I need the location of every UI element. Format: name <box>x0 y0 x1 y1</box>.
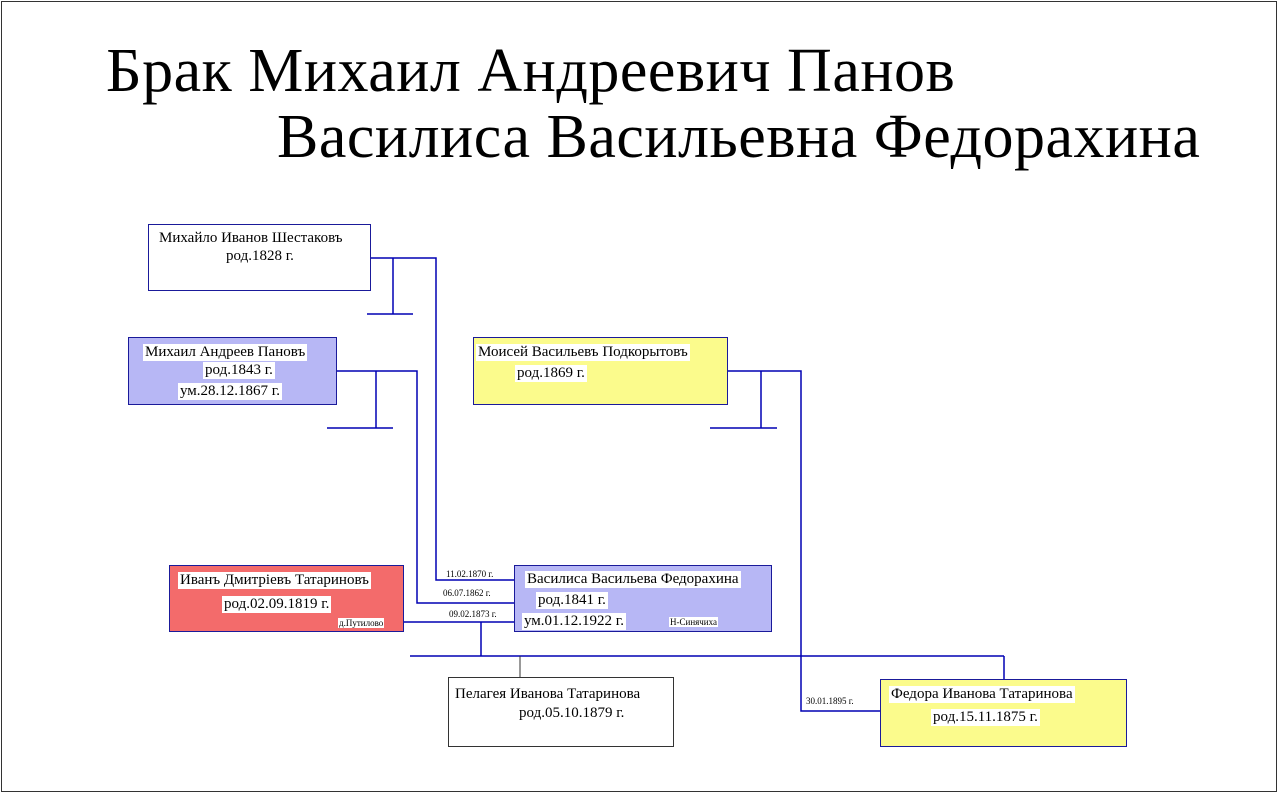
person-born: род.1843 г. <box>203 362 275 379</box>
person-name: Иванъ Дмитріевъ Татариновъ <box>178 572 371 589</box>
person-born: род.05.10.1879 г. <box>519 705 625 721</box>
person-born: род.1869 г. <box>515 365 587 382</box>
marriage-date-tatarinov: 09.02.1873 г. <box>449 609 497 619</box>
person-name: Михайло Иванов Шестаковъ <box>159 230 343 246</box>
person-died: ум.01.12.1922 г. <box>522 613 627 630</box>
person-box-tatarinov[interactable]: Иванъ Дмитріевъ Татариновъ род.02.09.181… <box>169 565 404 632</box>
title-line-1: Брак Михаил Андреевич Панов <box>106 37 956 105</box>
person-name: Моисей Васильевъ Подкорытовъ <box>476 344 690 361</box>
person-box-pelageya[interactable]: Пелагея Иванова Татаринова род.05.10.187… <box>448 677 674 747</box>
person-name: Федора Иванова Татаринова <box>889 686 1075 703</box>
connector-podkorytov <box>728 370 880 712</box>
person-place: д.Путилово <box>338 618 385 628</box>
marriage-date-panov: 06.07.1862 г. <box>443 588 491 598</box>
marriage-date-shestakov: 11.02.1870 г. <box>446 569 494 579</box>
person-name: Василиса Васильева Федорахина <box>525 571 741 588</box>
connector-shestakov <box>371 257 514 581</box>
person-place: Н-Синячиха <box>669 617 718 627</box>
person-born: род.1828 г. <box>226 248 294 264</box>
person-box-podkorytov[interactable]: Моисей Васильевъ Подкорытовъ род.1869 г. <box>473 337 728 405</box>
person-box-fedorakhina[interactable]: Василиса Васильева Федорахина род.1841 г… <box>514 565 772 632</box>
person-born: род.15.11.1875 г. <box>931 709 1040 726</box>
person-name: Михаил Андреев Пановъ <box>143 344 308 361</box>
person-box-shestakov[interactable]: Михайло Иванов Шестаковъ род.1828 г. <box>148 224 371 291</box>
person-box-panov[interactable]: Михаил Андреев Пановъ род.1843 г. ум.28.… <box>128 337 337 405</box>
person-died: ум.28.12.1867 г. <box>178 383 283 400</box>
person-box-fedora[interactable]: Федора Иванова Татаринова род.15.11.1875… <box>880 679 1127 747</box>
person-born: род.1841 г. <box>536 592 608 609</box>
person-born: род.02.09.1819 г. <box>222 596 332 613</box>
marriage-date-fedora: 30.01.1895 г. <box>806 696 854 706</box>
person-name: Пелагея Иванова Татаринова <box>455 686 641 702</box>
connector-panov <box>337 370 514 604</box>
title-line-2: Василиса Васильевна Федорахина <box>277 103 1201 171</box>
